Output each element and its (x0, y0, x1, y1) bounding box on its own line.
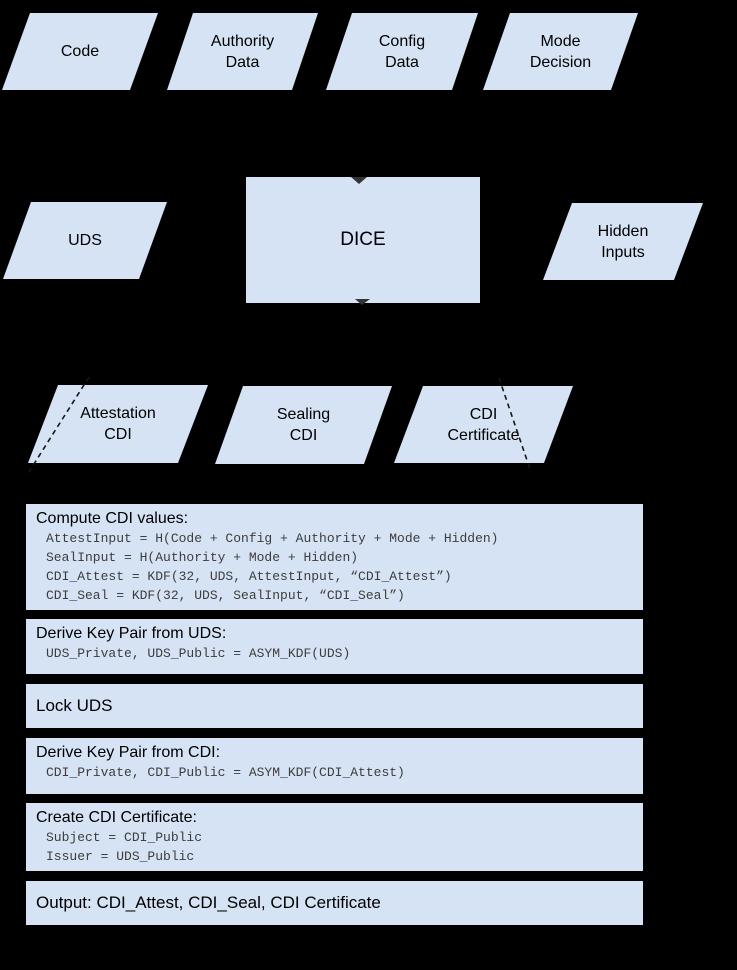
step-title: Compute CDI values: (36, 510, 189, 527)
output-sealing-cdi-shape: Sealing CDI (215, 386, 392, 464)
input-config-data-shape: Config Data (326, 13, 478, 90)
code-line: Subject = CDI_Public (46, 830, 203, 845)
shape-label: Mode Decision (529, 32, 592, 71)
code-line: Issuer = UDS_Public (46, 849, 195, 864)
code-line: CDI_Private, CDI_Public = ASYM_KDF(CDI_A… (46, 765, 405, 780)
shape-label: Attestation CDI (80, 405, 156, 443)
code-line: CDI_Attest = KDF(32, UDS, AttestInput, “… (46, 569, 452, 584)
code-line: UDS_Private, UDS_Public = ASYM_KDF(UDS) (46, 646, 351, 661)
code-line: AttestInput = H(Code + Config + Authorit… (46, 531, 499, 546)
shape-label: Sealing CDI (276, 406, 331, 444)
step-derive-key-pair-uds: Derive Key Pair from UDS: UDS_Private, U… (26, 619, 643, 674)
shape-label: Hidden Inputs (597, 222, 649, 261)
input-authority-data-shape: Authority Data (167, 13, 318, 90)
step-derive-key-pair-cdi: Derive Key Pair from CDI: CDI_Private, C… (26, 738, 643, 794)
output-attestation-cdi-shape: Attestation CDI (28, 385, 208, 463)
step-title: Derive Key Pair from CDI: (36, 744, 221, 761)
output-cdi-certificate-shape: CDI Certificate (394, 386, 573, 463)
step-output: Output: CDI_Attest, CDI_Seal, CDI Certif… (26, 881, 643, 925)
step-compute-cdi-values: Compute CDI values: AttestInput = H(Code… (26, 504, 643, 610)
step-create-cdi-certificate: Create CDI Certificate: Subject = CDI_Pu… (26, 803, 643, 871)
step-title: Derive Key Pair from UDS: (36, 625, 227, 642)
input-code-shape: Code (2, 13, 158, 90)
shape-label: Config Data (378, 32, 426, 71)
input-uds-shape: UDS (3, 202, 167, 279)
step-title: Lock UDS (36, 696, 113, 715)
shape-label: Code (60, 43, 100, 60)
input-mode-decision-shape: Mode Decision (483, 13, 638, 90)
step-lock-uds: Lock UDS (26, 684, 643, 728)
shape-label: UDS (68, 232, 102, 249)
dice-process-box: DICE (246, 177, 480, 303)
step-title: Create CDI Certificate: (36, 809, 197, 826)
code-line: CDI_Seal = KDF(32, UDS, SealInput, “CDI_… (46, 588, 405, 603)
step-title: Output: CDI_Attest, CDI_Seal, CDI Certif… (36, 893, 381, 912)
code-line: SealInput = H(Authority + Mode + Hidden) (46, 550, 359, 565)
input-hidden-inputs-shape: Hidden Inputs (543, 203, 703, 280)
shape-label: Authority Data (210, 32, 275, 71)
shape-label: DICE (340, 229, 386, 250)
shape-label: CDI Certificate (447, 405, 520, 444)
